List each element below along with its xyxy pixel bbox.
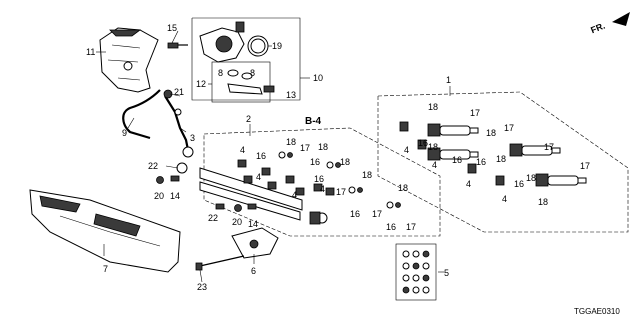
callout-16g: 16 xyxy=(452,155,462,165)
callout-1: 1 xyxy=(446,75,451,85)
arrow-icon xyxy=(612,12,630,26)
bolt-part xyxy=(167,42,188,49)
seal-kit-box xyxy=(395,243,437,301)
callout-17c: 17 xyxy=(372,209,382,219)
pump-assembly-box xyxy=(191,17,301,103)
fuel-pump-part xyxy=(199,21,269,63)
callout-18i: 18 xyxy=(496,154,506,164)
callout-14b: 14 xyxy=(248,219,258,229)
leader-lines xyxy=(96,30,451,283)
callout-17h: 17 xyxy=(580,161,590,171)
callout-4f: 4 xyxy=(432,160,437,170)
callout-4c: 4 xyxy=(292,190,297,200)
callout-22a: 22 xyxy=(148,161,158,171)
fuel-pipe-part xyxy=(122,89,194,158)
callout-19: 19 xyxy=(272,41,282,51)
bolt-part xyxy=(195,255,245,271)
callout-4h: 4 xyxy=(502,194,507,204)
engine-cover-part xyxy=(99,27,159,93)
callout-8a: 8 xyxy=(218,68,223,78)
callout-18e: 18 xyxy=(398,183,408,193)
callout-6: 6 xyxy=(251,266,256,276)
callout-4a: 4 xyxy=(240,145,245,155)
clip-part xyxy=(399,121,505,186)
callout-4b: 4 xyxy=(256,172,261,182)
callout-10: 10 xyxy=(313,73,323,83)
callout-16b: 16 xyxy=(310,157,320,167)
callout-22b: 22 xyxy=(208,213,218,223)
callout-13: 13 xyxy=(286,90,296,100)
callout-17b: 17 xyxy=(336,187,346,197)
fuel-rail-box xyxy=(203,127,441,237)
callout-4d: 4 xyxy=(320,184,325,194)
callout-16d: 16 xyxy=(350,209,360,219)
callout-18h: 18 xyxy=(428,142,438,152)
callout-5: 5 xyxy=(444,268,449,278)
callout-21: 21 xyxy=(174,87,184,97)
o-ring-part xyxy=(278,151,401,209)
callout-17a: 17 xyxy=(300,143,310,153)
callout-17g: 17 xyxy=(544,142,554,152)
fuel-rail-part xyxy=(199,167,328,225)
callout-9: 9 xyxy=(122,128,127,138)
fuel-injector-part xyxy=(427,123,587,187)
callout-16h: 16 xyxy=(476,157,486,167)
callout-16f: 16 xyxy=(418,138,428,148)
callout-8b: 8 xyxy=(250,68,255,78)
callout-17e: 17 xyxy=(470,108,480,118)
callout-18a: 18 xyxy=(286,137,296,147)
callout-18c: 18 xyxy=(340,157,350,167)
bracket-part xyxy=(231,227,279,259)
callout-16a: 16 xyxy=(256,151,266,161)
callout-16i: 16 xyxy=(514,179,524,189)
callout-18j: 18 xyxy=(526,173,536,183)
callout-18g: 18 xyxy=(486,128,496,138)
injector-box xyxy=(377,91,629,233)
callout-23: 23 xyxy=(197,282,207,292)
o-ring-part xyxy=(227,69,275,95)
callout-17d: 17 xyxy=(406,222,416,232)
callout-2: 2 xyxy=(246,114,251,124)
callout-14a: 14 xyxy=(170,191,180,201)
clip-part xyxy=(237,159,335,196)
callout-18k: 18 xyxy=(538,197,548,207)
callout-15: 15 xyxy=(167,23,177,33)
callout-18f: 18 xyxy=(428,102,438,112)
callout-4e: 4 xyxy=(404,145,409,155)
callout-20b: 20 xyxy=(232,217,242,227)
engine-cover-part xyxy=(29,189,181,273)
callout-12: 12 xyxy=(196,79,206,89)
callout-18b: 18 xyxy=(318,142,328,152)
callout-4g: 4 xyxy=(466,179,471,189)
callout-7: 7 xyxy=(103,264,108,274)
callout-16c: 16 xyxy=(314,174,324,184)
callout-11: 11 xyxy=(86,47,95,57)
diagram-code: TGGAE0310 xyxy=(574,307,620,316)
callout-3: 3 xyxy=(190,133,195,143)
front-label: FR. xyxy=(589,21,606,36)
front-direction-indicator: FR. xyxy=(589,12,630,35)
bolt-part xyxy=(156,162,257,212)
callout-labels: 11 15 19 10 8 8 12 13 21 9 3 B-4 2 1 22 … xyxy=(86,23,590,292)
callout-18d: 18 xyxy=(362,170,372,180)
reference-label: B-4 xyxy=(305,116,322,127)
callout-16e: 16 xyxy=(386,222,396,232)
callout-17f: 17 xyxy=(504,123,514,133)
callout-20a: 20 xyxy=(154,191,164,201)
